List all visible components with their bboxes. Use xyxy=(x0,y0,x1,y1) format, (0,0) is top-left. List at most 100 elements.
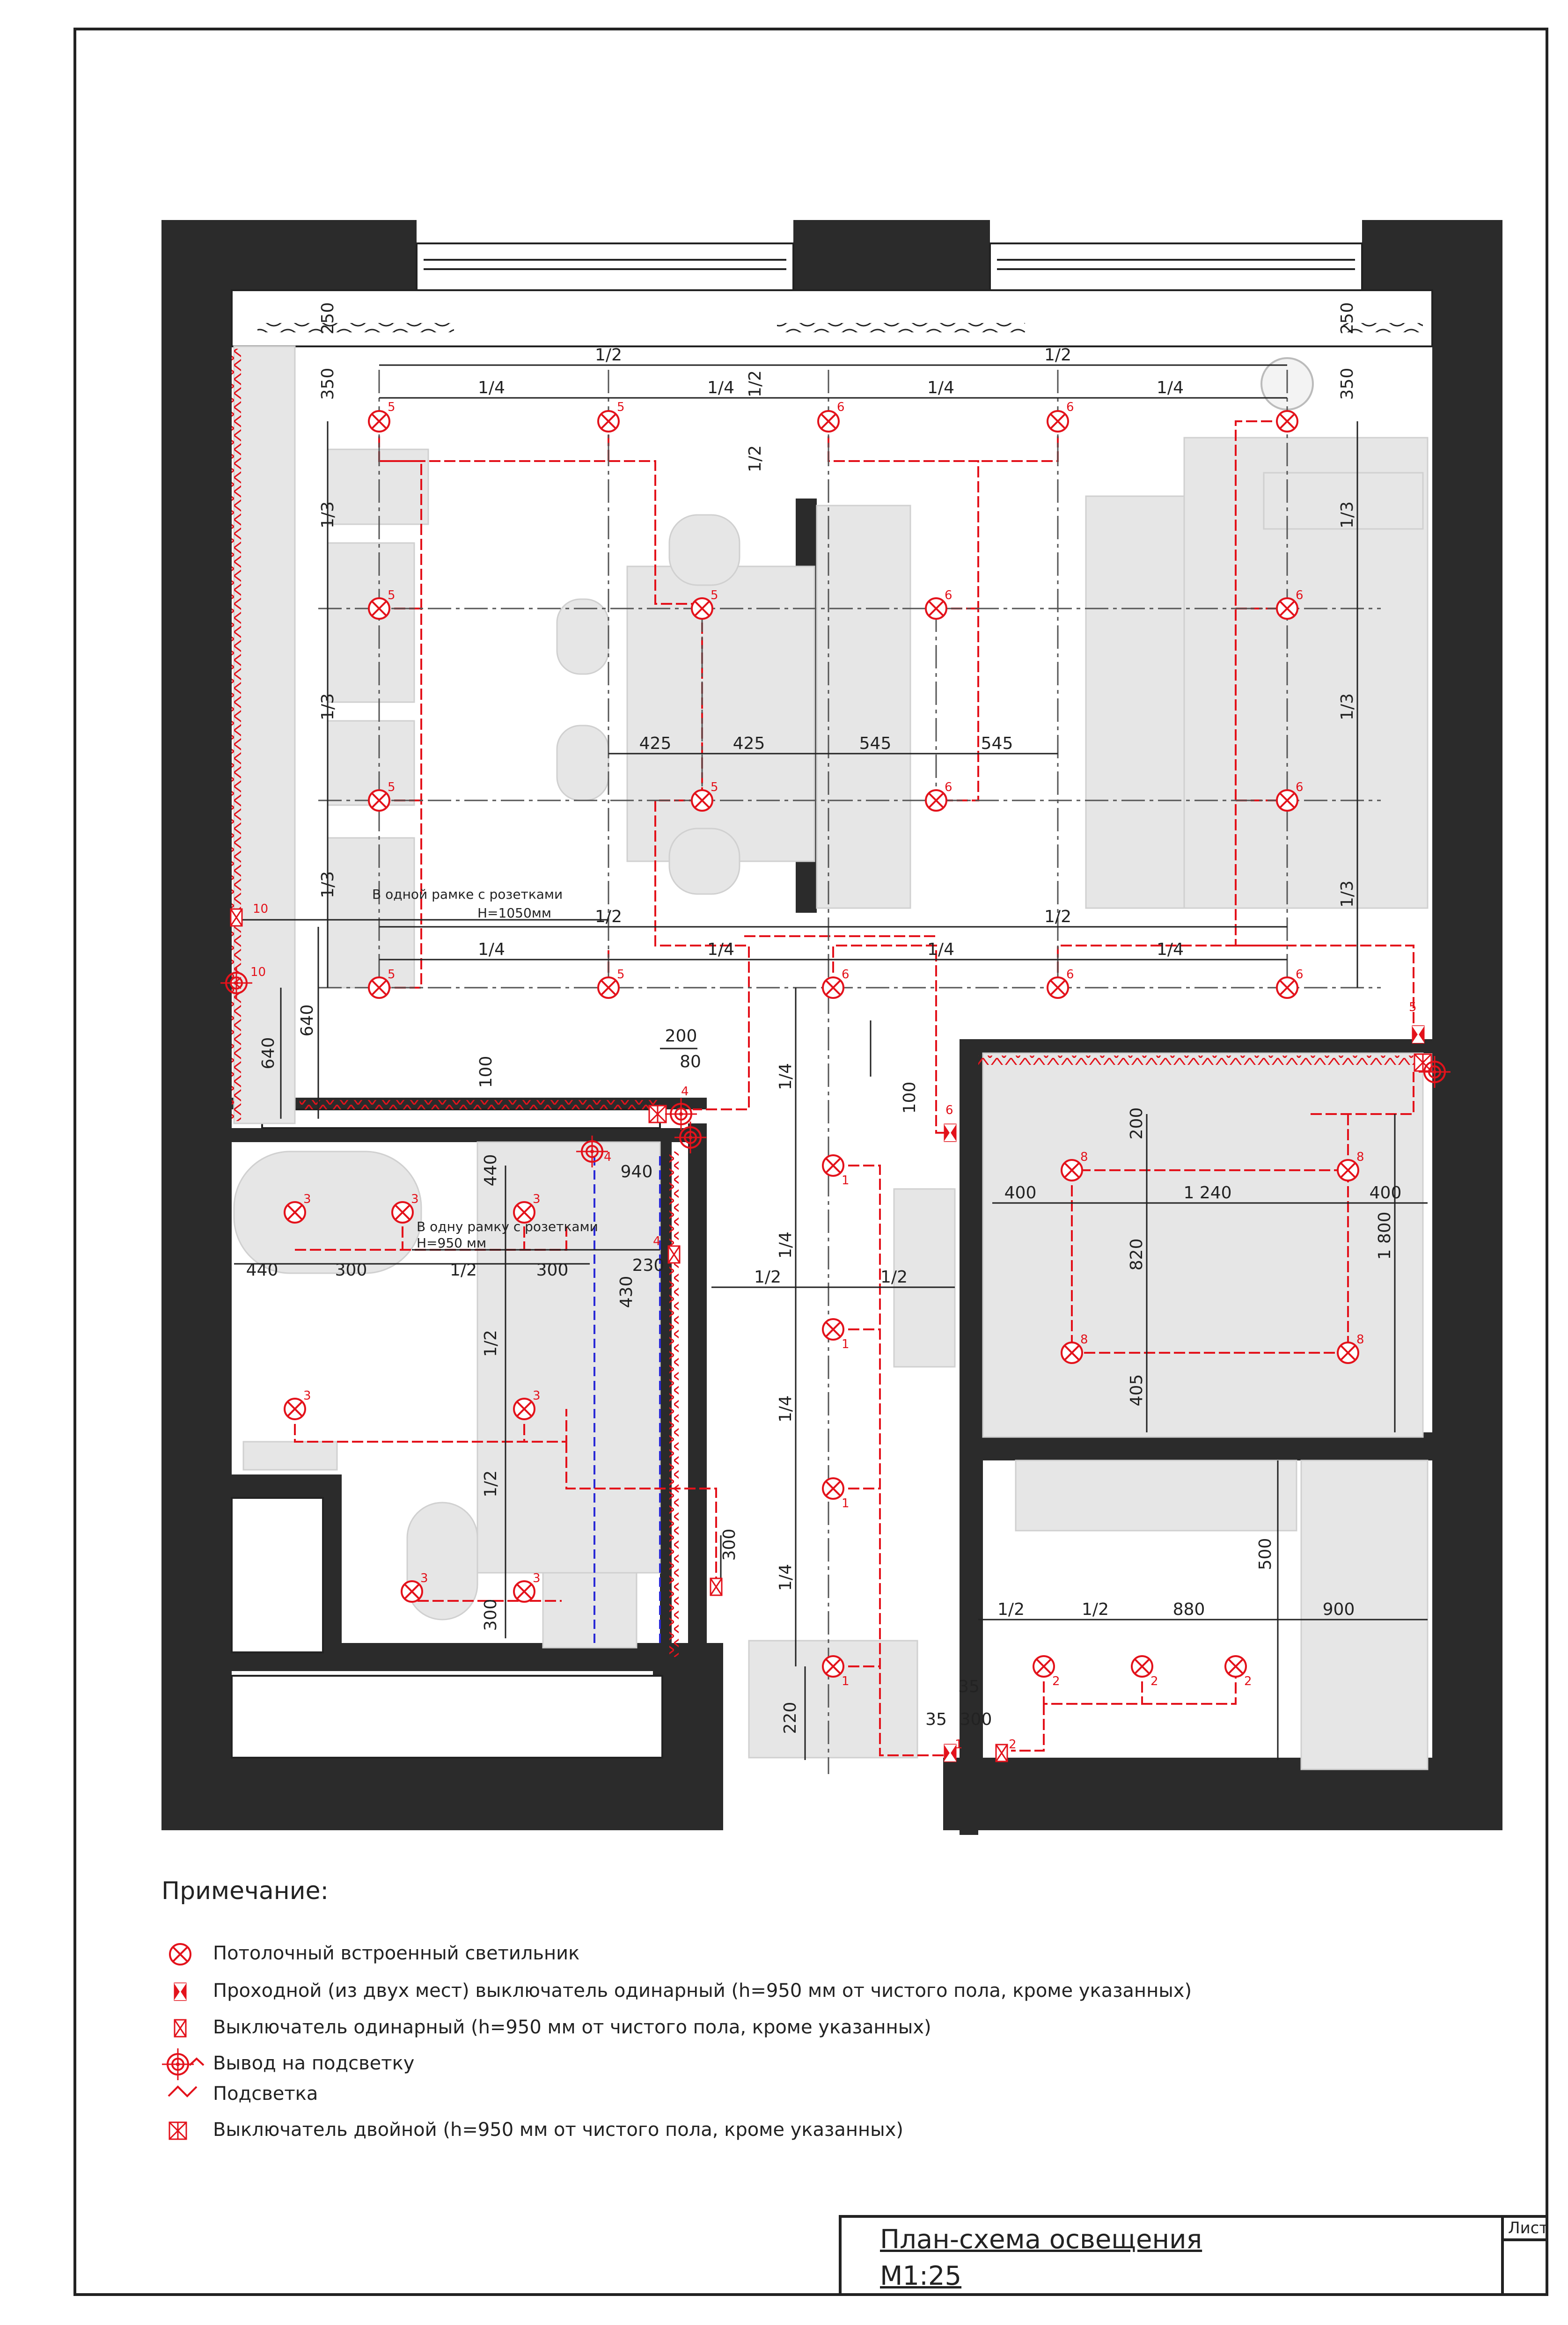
fixture-number: 3 xyxy=(533,1389,541,1403)
dim-center-half-2: 1/2 xyxy=(746,445,765,472)
lamp-icon xyxy=(368,976,390,999)
dim-400-r: 400 xyxy=(1370,1183,1402,1203)
fixture-number: 5 xyxy=(617,400,625,414)
lamp-icon xyxy=(925,597,947,620)
outer-frame xyxy=(73,28,1548,2296)
dim-230: 100 xyxy=(900,1082,919,1114)
lamp-icon xyxy=(284,1201,306,1224)
dim-top-quarter-3: 1/4 xyxy=(927,378,954,397)
dim-220: 35 xyxy=(958,1677,980,1696)
fixture-number: 2 xyxy=(1244,1674,1252,1688)
pass-switch-legend-icon xyxy=(174,1982,187,2001)
dim-500-l: 220 xyxy=(781,1702,800,1734)
dim-mid-half-r: 1/2 xyxy=(880,1268,908,1287)
dim-bath-v2: 1/2 xyxy=(481,1470,500,1497)
dim-q-v2: 1/4 xyxy=(776,1232,795,1259)
curtain-left xyxy=(257,323,454,332)
lamp-icon xyxy=(368,410,390,433)
dim-bath-h2: 1/2 xyxy=(450,1261,477,1280)
dim-300-bath-2: 300 xyxy=(536,1261,569,1280)
sheet-label: Лист xyxy=(1508,2219,1549,2237)
dim-400-v: 200 xyxy=(1127,1107,1146,1140)
legend-single-switch: Выключатель одинарный (h=950 мм от чисто… xyxy=(213,2017,931,2038)
lamp-icon xyxy=(1047,410,1069,433)
lamp-icon xyxy=(822,1154,844,1177)
fixture-number: 6 xyxy=(1296,968,1304,982)
dim-80: 80 xyxy=(680,1052,701,1071)
switch-single-icon xyxy=(995,1744,1008,1762)
lamp-icon xyxy=(1337,1342,1359,1364)
lamp-icon xyxy=(1033,1655,1055,1678)
legend-ceiling-lamp: Потолочный встроенный светильник xyxy=(213,1943,580,1964)
dim-300-top-bath: 440 xyxy=(481,1154,500,1187)
dimension-text: 1/2 1/2 1/4 1/4 1/4 1/4 425 425 545 545 … xyxy=(246,345,1402,1729)
lamp-icon xyxy=(1276,597,1298,620)
dim-430: 940 xyxy=(621,1162,653,1181)
dim-third-r1: 1/3 xyxy=(1338,501,1357,528)
single-switch-legend-icon xyxy=(174,2019,187,2038)
lamp-icon xyxy=(1276,410,1298,433)
lamp-icon xyxy=(597,410,620,433)
dim-250-right: 250 xyxy=(1338,302,1357,335)
fixture-number: 1 xyxy=(842,1337,850,1351)
legend-double-switch: Выключатель двойной (h=950 мм от чистого… xyxy=(213,2119,903,2141)
fixture-number: 5 xyxy=(388,588,396,602)
dim-35-b: 300 xyxy=(960,1710,992,1729)
fixture-number: 6 xyxy=(1296,780,1304,794)
curtain-center xyxy=(777,323,1025,332)
fixture-number: 3 xyxy=(411,1192,419,1206)
dim-100-k: 100 xyxy=(476,1056,496,1088)
dim-top-half-left: 1/2 xyxy=(595,345,622,365)
fixture-number: 8 xyxy=(1080,1150,1088,1164)
strip-kitchen-bottom xyxy=(300,1100,660,1109)
fixture-number: 5 xyxy=(711,780,718,794)
lamp-icon xyxy=(284,1398,306,1420)
fixture-number: 3 xyxy=(533,1192,541,1206)
dim-third-l1: 1/3 xyxy=(318,501,337,528)
dim-425-a: 425 xyxy=(639,734,672,753)
dim-q-v4: 1/4 xyxy=(776,1564,795,1591)
legend-backlight: Подсветка xyxy=(213,2083,318,2105)
fixture-number: 4 xyxy=(681,1085,689,1099)
dim-q-b4: 1/4 xyxy=(1157,940,1184,959)
fixture-number: 1 xyxy=(842,1174,850,1188)
fixture-number: 10 xyxy=(253,902,268,916)
lamp-icon xyxy=(1224,1655,1247,1678)
lamp-icon xyxy=(822,976,844,999)
dim-545-b: 545 xyxy=(981,734,1013,753)
fixture-number: 6 xyxy=(1066,400,1074,414)
fixture-number: 8 xyxy=(1356,1150,1364,1164)
lamp-icon xyxy=(368,789,390,812)
fixture-number: 6 xyxy=(945,1103,953,1117)
dim-top-quarter-2: 1/4 xyxy=(707,378,734,397)
fixture-number: 5 xyxy=(388,400,396,414)
lamp-icon xyxy=(1061,1342,1083,1364)
dim-100-bath: 230 xyxy=(632,1256,665,1275)
dim-300-br: 1/2 xyxy=(997,1600,1025,1619)
dim-q-v3: 1/4 xyxy=(776,1395,795,1423)
dim-mid-half-l: 1/2 xyxy=(754,1268,781,1287)
dim-1240: 1 240 xyxy=(1183,1183,1231,1203)
drawing-scale: М1:25 xyxy=(880,2261,962,2291)
legend-icons xyxy=(161,1943,205,2140)
dim-640: 640 xyxy=(259,1037,278,1070)
lamp-icon xyxy=(1276,789,1298,812)
dim-545-a: 545 xyxy=(859,734,892,753)
lamp-icon xyxy=(1276,976,1298,999)
dim-bath-v1: 1/2 xyxy=(481,1330,500,1357)
fixture-number: 1 xyxy=(955,1738,963,1752)
dim-820: 820 xyxy=(1127,1239,1146,1271)
lamp-icon xyxy=(513,1201,535,1224)
dim-400-l: 400 xyxy=(1004,1183,1037,1203)
dimension-text-vertical: 350 350 250 250 1/3 1/3 1/3 1/3 1/3 1/3 … xyxy=(259,302,1394,1734)
bath-blue-lines xyxy=(593,1156,661,1648)
lamp-icon xyxy=(1337,1159,1359,1181)
dim-top-quarter-1: 1/4 xyxy=(478,378,505,397)
fixture-number: 6 xyxy=(837,400,845,414)
dim-half-bottom-left: 1/2 xyxy=(595,907,622,926)
lamp-icon xyxy=(822,1318,844,1341)
fixture-number: 6 xyxy=(1066,968,1074,982)
fixture-number: 2 xyxy=(1009,1738,1017,1752)
curtain-right xyxy=(1343,323,1423,332)
